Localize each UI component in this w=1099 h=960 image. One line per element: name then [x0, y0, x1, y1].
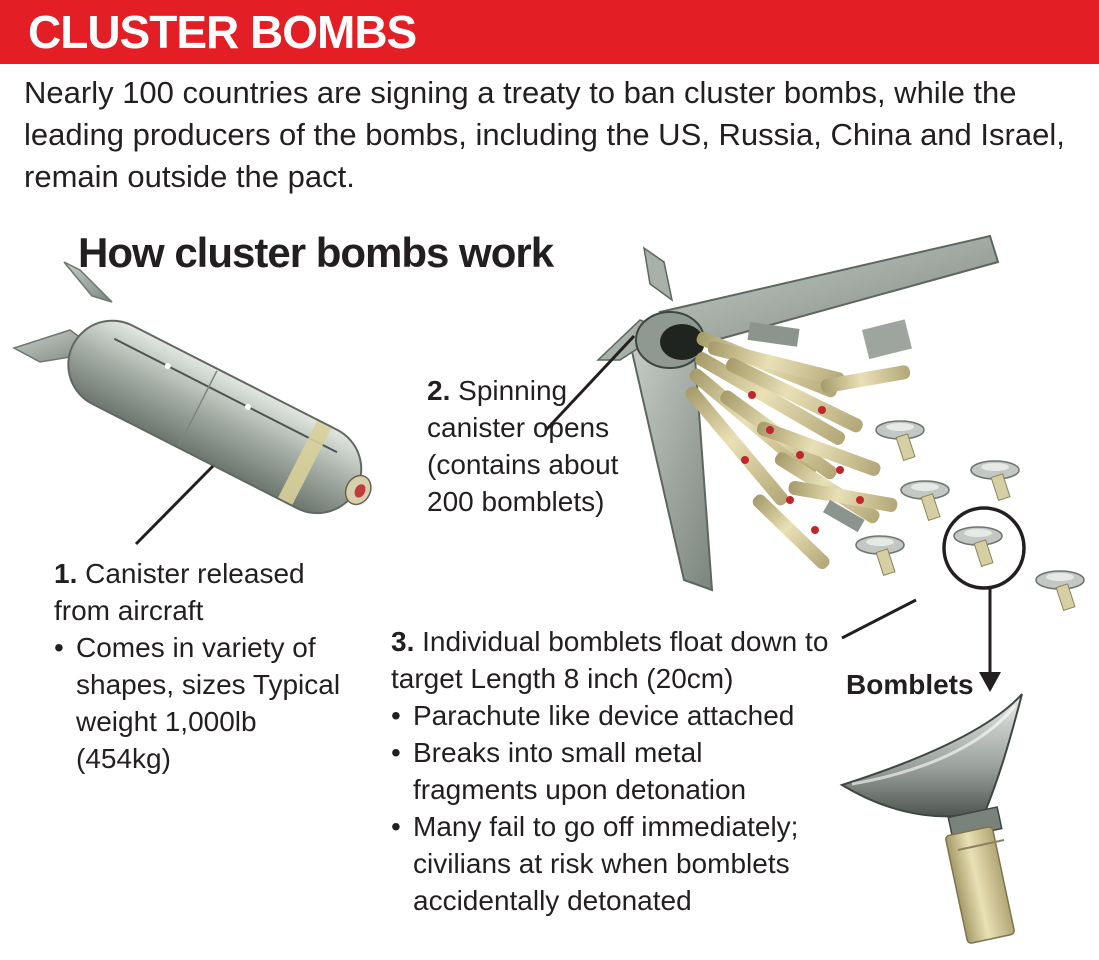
- bomblets-label: Bomblets: [846, 669, 974, 700]
- leader-line-step-2: [544, 334, 636, 432]
- header-bar: [0, 0, 1099, 64]
- step-1-text: Canister released from aircraft: [54, 558, 305, 626]
- step-3: 3. Individual bomblets float down to tar…: [391, 623, 841, 919]
- step-3-bullet: Breaks into small metal fragments upon d…: [391, 734, 813, 808]
- step-2: 2. Spinning canister opens (contains abo…: [427, 372, 652, 520]
- step-1: 1. Canister released from aircraft Comes…: [54, 555, 354, 777]
- bomblet-magnifier: [942, 506, 1026, 692]
- opening-canister-illustration: [596, 234, 1000, 592]
- step-3-text: Individual bomblets float down to target…: [391, 626, 829, 694]
- step-1-number: 1.: [54, 558, 78, 589]
- bomblet-closeup-illustration: [839, 693, 1023, 944]
- leader-line-step-3: [841, 598, 917, 640]
- leader-line-step-1: [134, 464, 215, 546]
- step-3-number: 3.: [391, 626, 415, 657]
- page-title: CLUSTER BOMBS: [28, 6, 417, 58]
- canister-illustration: [12, 261, 372, 515]
- step-3-bullet: Parachute like device attached: [391, 697, 833, 734]
- step-2-number: 2.: [427, 375, 451, 406]
- step-1-bullet: Comes in variety of shapes, sizes Typica…: [54, 629, 346, 777]
- step-2-text: Spinning canister opens (contains about …: [427, 375, 619, 517]
- step-3-bullet: Many fail to go off immediately; civilia…: [391, 808, 833, 919]
- intro-text: Nearly 100 countries are signing a treat…: [24, 75, 1065, 194]
- diagram-subtitle: How cluster bombs work: [78, 229, 554, 276]
